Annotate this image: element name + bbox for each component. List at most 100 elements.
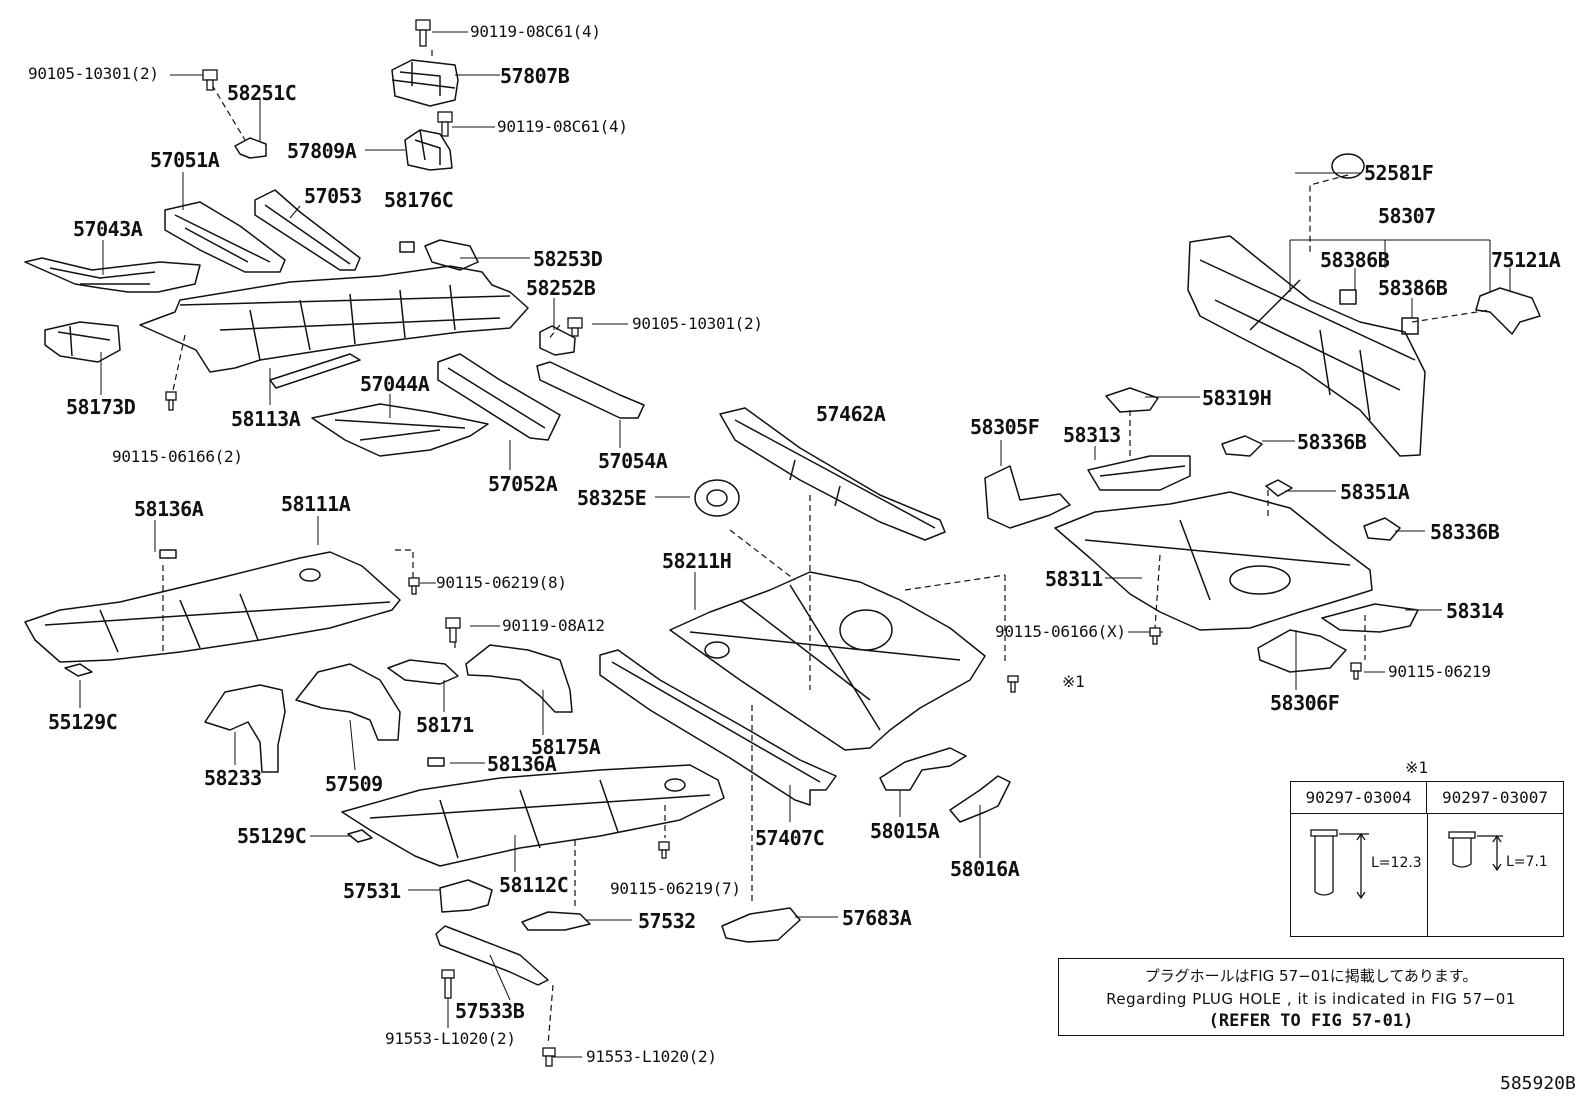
part-57054a-member <box>536 361 645 419</box>
part-55129c-clip-bot <box>347 829 373 843</box>
label-58016a: 58016A <box>950 857 1020 881</box>
part-57509-support <box>295 663 401 741</box>
plug-hole-notice: プラグホールはFIG 57−01に掲載してあります。 Regarding PLU… <box>1058 958 1564 1036</box>
notice-japanese: プラグホールはFIG 57−01に掲載してあります。 <box>1144 967 1478 985</box>
label-90105-10301-left: 90105-10301(2) <box>28 64 159 83</box>
part-58336b-clip-a <box>1221 435 1263 457</box>
bolt-90115-06166-2 <box>165 391 177 411</box>
label-58211h: 58211H <box>662 549 732 573</box>
label-57531: 57531 <box>343 879 401 903</box>
part-58305f-bracket <box>984 465 1071 529</box>
footnote-col2-part: 90297-03007 <box>1427 782 1563 814</box>
part-58386b-clip-b <box>1401 317 1419 335</box>
bolt-90115-06219-8 <box>408 577 420 595</box>
label-58113a: 58113A <box>231 407 301 431</box>
part-58313-member <box>1087 455 1191 491</box>
label-57807b: 57807B <box>500 64 570 88</box>
footnote-col1-part: 90297-03004 <box>1291 782 1427 814</box>
part-57051a-member <box>164 201 286 273</box>
part-58307-dash-panel <box>1187 235 1426 457</box>
part-58233-support <box>204 684 286 773</box>
bolt-91553-l1020-right <box>542 1047 556 1067</box>
label-58319h: 58319H <box>1202 386 1272 410</box>
part-58136a-clip-bot <box>427 757 445 767</box>
label-57509: 57509 <box>325 772 383 796</box>
label-57053: 57053 <box>304 184 362 208</box>
part-58314-member <box>1321 603 1419 633</box>
label-90115-06166-2: 90115-06166(2) <box>112 447 243 466</box>
part-58336b-clip-b <box>1363 517 1401 541</box>
label-58325e: 58325E <box>577 486 647 510</box>
label-57052a: 57052A <box>488 472 558 496</box>
label-57683a: 57683A <box>842 906 912 930</box>
plug-icon-short <box>1448 831 1503 872</box>
label-58233: 58233 <box>204 766 262 790</box>
footnote-col2-length: L=7.1 <box>1506 854 1548 870</box>
part-58015a-bracket <box>879 747 967 791</box>
bolt-mark1 <box>1007 675 1019 693</box>
part-58325e-plug <box>694 479 740 517</box>
part-58111a-floor-pan <box>24 551 401 663</box>
notice-reference: (REFER TO FIG 57-01) <box>1208 1011 1414 1031</box>
part-58113a-floor-pan <box>139 265 529 389</box>
footnote-table: 90297-03004 90297-03007 L=12.3 L=7.1 <box>1290 781 1564 937</box>
label-58251c: 58251C <box>227 81 297 105</box>
part-58386b-clip-a <box>1339 289 1357 305</box>
part-58175a-bracket <box>465 644 573 713</box>
part-58351a-clip <box>1265 479 1293 497</box>
part-57053-member <box>254 189 361 271</box>
part-58252b-bracket <box>539 325 576 356</box>
dashed-alignment-lines <box>162 50 1491 1046</box>
footnote-marker: ※1 <box>1405 758 1429 777</box>
part-57807b-mount <box>391 59 459 107</box>
part-52581f-plug <box>1331 153 1365 179</box>
label-58336b-b: 58336B <box>1430 520 1500 544</box>
label-57043a: 57043A <box>73 217 143 241</box>
bolt-90115-06219 <box>1350 662 1362 680</box>
label-58306f: 58306F <box>1270 691 1340 715</box>
label-58015a: 58015A <box>870 819 940 843</box>
part-57043a-rail <box>24 257 201 293</box>
label-58311: 58311 <box>1045 567 1103 591</box>
part-58306f-bracket <box>1257 629 1347 673</box>
part-57533b-brace <box>435 925 549 986</box>
label-91553-l1020-left: 91553-L1020(2) <box>385 1029 516 1048</box>
label-58136a-bot: 58136A <box>487 752 557 776</box>
bolt-90105-10301-right <box>567 317 583 337</box>
label-52581f: 52581F <box>1364 161 1434 185</box>
part-58319h-bracket <box>1105 387 1159 413</box>
part-58253d-plate <box>424 239 479 271</box>
label-58171: 58171 <box>416 713 474 737</box>
part-58136a-clip-top <box>159 549 177 559</box>
label-58307: 58307 <box>1378 204 1436 228</box>
bolt-90115-06219-7 <box>658 841 670 859</box>
label-58252b: 58252B <box>526 276 596 300</box>
footnote-col1-length: L=12.3 <box>1371 855 1422 871</box>
part-58171-plate <box>387 659 459 685</box>
label-mark1: ※1 <box>1062 672 1085 691</box>
bolt-90105-10301-left <box>202 69 218 91</box>
part-58251c-bracket <box>234 137 267 159</box>
notice-english: Regarding PLUG HOLE , it is indicated in… <box>1106 990 1516 1008</box>
label-58351a: 58351A <box>1340 480 1410 504</box>
label-90119-08c61-top: 90119-08C61(4) <box>470 22 601 41</box>
label-57051a: 57051A <box>150 148 220 172</box>
part-57462a-member <box>719 407 946 541</box>
label-58305f: 58305F <box>970 415 1040 439</box>
label-91553-l1020-right: 91553-L1020(2) <box>586 1047 717 1066</box>
part-57407c-member <box>599 649 837 806</box>
part-55129c-clip-top <box>64 663 93 677</box>
part-58016a-bracket <box>949 775 1011 823</box>
label-55129c-bot: 55129C <box>237 824 307 848</box>
part-58176c-clip <box>399 241 415 253</box>
bolt-90119-08c61-top <box>415 19 431 47</box>
label-90115-06219-7: 90115-06219(7) <box>610 879 741 898</box>
label-90115-06219: 90115-06219 <box>1388 662 1491 681</box>
bolts <box>165 19 1362 1067</box>
bolt-91553-l1020-left <box>441 969 455 999</box>
label-58136a-top: 58136A <box>134 497 204 521</box>
label-57533b: 57533B <box>455 999 525 1023</box>
label-90119-08c61-mid: 90119-08C61(4) <box>497 117 628 136</box>
label-90105-10301-right: 90105-10301(2) <box>632 314 763 333</box>
label-58112c: 58112C <box>499 873 569 897</box>
